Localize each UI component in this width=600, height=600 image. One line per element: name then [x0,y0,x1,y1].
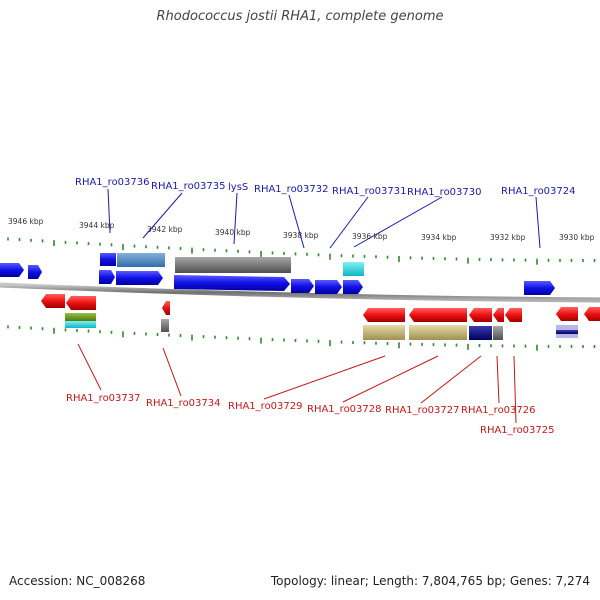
gene-forward-ro03732[interactable] [291,279,314,293]
gene-reverse-ro03727[interactable] [469,308,492,322]
gene-reverse-ro03729[interactable] [363,308,405,322]
forward-gene-labels: RHA1_ro03736 RHA1_ro03735 lysS RHA1_ro03… [75,177,576,198]
scale-ticks-top [7,237,596,265]
gene-reverse-7[interactable] [556,307,578,321]
scale-label-3944: 3944 kbp [79,221,115,230]
label-ro03728[interactable]: RHA1_ro03728 [307,404,382,415]
label-ro03727[interactable]: RHA1_ro03727 [385,405,460,416]
feature-olive[interactable] [65,313,96,321]
gene-reverse-ro03737[interactable] [66,296,96,310]
feature-khaki-a[interactable] [363,325,405,340]
gene-reverse-0[interactable] [41,294,65,308]
label-ro03724[interactable]: RHA1_ro03724 [501,186,576,197]
feature-lavender[interactable] [556,325,578,330]
label-ro03736[interactable]: RHA1_ro03736 [75,177,150,188]
genome-backbone [0,282,600,303]
accession-text: Accession: NC_008268 [9,574,146,588]
label-ro03734[interactable]: RHA1_ro03734 [146,398,221,409]
label-ro03729[interactable]: RHA1_ro03729 [228,401,303,412]
genome-summary-text: Topology: linear; Length: 7,804,765 bp; … [270,574,590,588]
feature-gray-tiny[interactable] [493,326,503,340]
scale-label-3936: 3936 kbp [352,232,388,241]
gene-forward-ro03736-b[interactable] [99,270,115,284]
scale-label-3934: 3934 kbp [421,233,457,242]
forward-strand-genes [0,253,555,295]
gene-forward-1[interactable] [28,265,42,279]
feature-navy[interactable] [469,326,492,340]
feature-gray-long[interactable] [175,257,291,273]
gene-forward-ro03724[interactable] [524,281,555,295]
label-ro03725[interactable]: RHA1_ro03725 [480,425,555,436]
gene-reverse-8[interactable] [584,307,600,321]
label-lysS[interactable]: lysS [228,182,248,193]
label-ro03735[interactable]: RHA1_ro03735 [151,181,226,192]
scale-label-3940: 3940 kbp [215,228,251,237]
forward-features [117,253,364,276]
feature-navy-small[interactable] [556,330,578,334]
reverse-label-connectors [77,343,517,424]
feature-lavender-b[interactable] [556,334,578,338]
gene-forward-ro03731[interactable] [315,280,342,294]
label-ro03737[interactable]: RHA1_ro03737 [66,393,141,404]
feature-khaki-b[interactable] [409,325,467,340]
gene-forward-ro03735[interactable] [116,271,163,285]
gene-forward-ro03736-a[interactable] [100,253,116,266]
gene-forward-lysS[interactable] [174,275,290,291]
label-ro03730[interactable]: RHA1_ro03730 [407,187,482,198]
reverse-strand-genes [41,294,600,322]
forward-label-connectors [107,188,541,249]
gene-reverse-ro03726[interactable] [493,308,504,322]
feature-cyan[interactable] [343,262,364,276]
scale-label-3930: 3930 kbp [559,233,595,242]
scale-label-3942: 3942 kbp [147,225,183,234]
gene-forward-0[interactable] [0,263,24,277]
genome-title: Rhodococcus jostii RHA1, complete genome [156,9,444,24]
feature-gray-small[interactable] [161,319,169,332]
gene-reverse-ro03725[interactable] [505,308,522,322]
scale-label-3946: 3946 kbp [8,217,44,226]
feature-cyan-small[interactable] [65,321,96,328]
label-ro03726[interactable]: RHA1_ro03726 [461,405,536,416]
gene-reverse-ro03734[interactable] [162,301,170,315]
scale-ticks-bottom [7,325,596,351]
reverse-gene-labels: RHA1_ro03737 RHA1_ro03734 RHA1_ro03729 R… [66,393,555,436]
reverse-features [65,313,578,340]
gene-reverse-ro03728[interactable] [409,308,467,322]
label-ro03731[interactable]: RHA1_ro03731 [332,186,407,197]
scale-label-3932: 3932 kbp [490,233,526,242]
feature-steelblue[interactable] [117,253,165,267]
label-ro03732[interactable]: RHA1_ro03732 [254,184,329,195]
gene-forward-ro03730[interactable] [343,280,363,294]
